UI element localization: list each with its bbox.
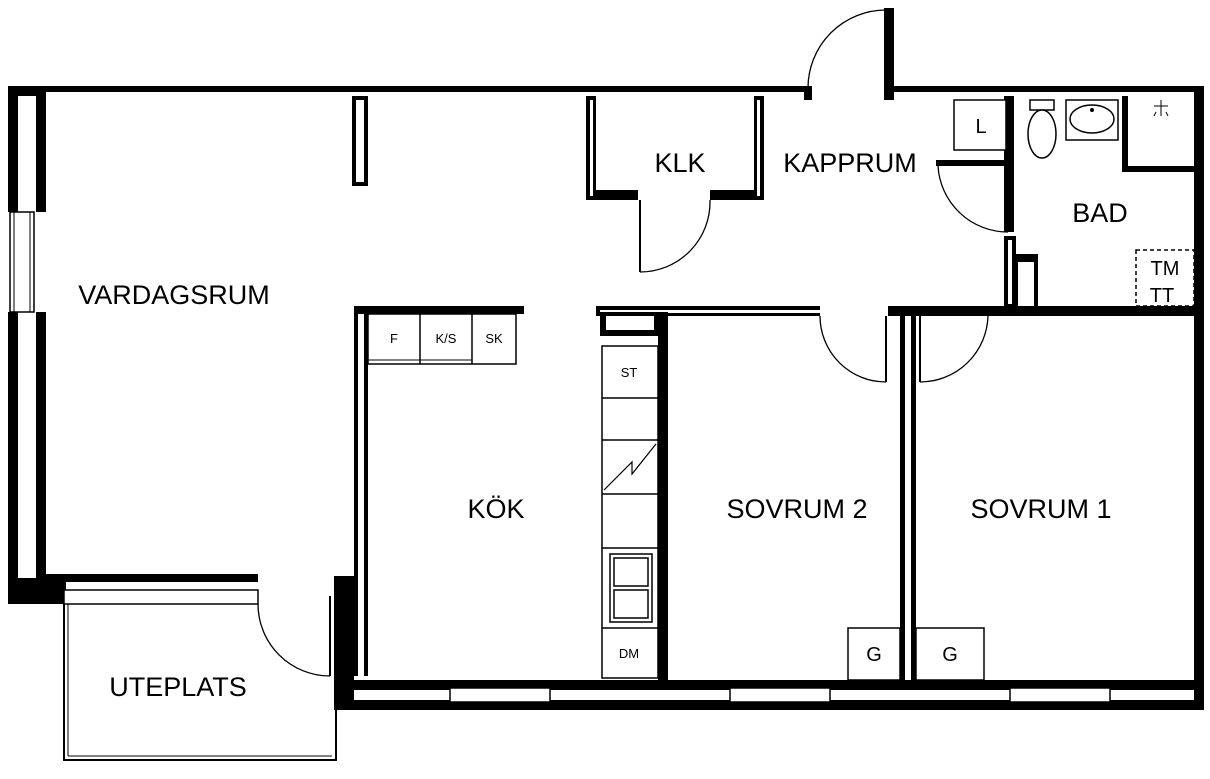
fixture-label-dm: DM <box>619 646 639 661</box>
fixture-labels: F K/S SK ST DM L TM TT G G <box>390 116 1179 666</box>
fixture-label-g2: G <box>942 644 958 666</box>
room-label-sovrum1: SOVRUM 1 <box>970 494 1111 524</box>
room-label-bad: BAD <box>1072 198 1128 228</box>
room-label-kapprum: KAPPRUM <box>783 148 917 178</box>
fixture-label-f: F <box>390 331 398 346</box>
fixture-label-g1: G <box>866 644 882 666</box>
fixture-label-ks: K/S <box>436 331 457 346</box>
room-label-vardagsrum: VARDAGSRUM <box>78 280 270 310</box>
kitchen-fixtures <box>367 313 659 679</box>
fixture-label-sk: SK <box>485 331 503 346</box>
wardrobes <box>847 627 985 681</box>
fixture-label-tt: TT <box>1150 285 1174 307</box>
bottom-windows <box>449 687 1111 703</box>
room-label-kok: KÖK <box>467 494 524 524</box>
doors <box>257 8 1009 677</box>
room-label-klk: KLK <box>654 148 705 178</box>
shower-icon <box>1153 100 1169 117</box>
outer-walls <box>8 86 1204 710</box>
fixture-label-tm: TM <box>1151 258 1180 280</box>
room-labels: VARDAGSRUM KLK KAPPRUM BAD KÖK SOVRUM 2 … <box>78 148 1128 702</box>
bathroom-fixtures <box>953 99 1195 307</box>
interior-walls <box>352 96 1198 682</box>
fixture-label-l: L <box>975 116 986 138</box>
room-label-uteplats: UTEPLATS <box>109 672 247 702</box>
room-label-sovrum2: SOVRUM 2 <box>726 494 867 524</box>
fixture-label-st: ST <box>621 365 638 380</box>
balcony-window <box>36 574 259 605</box>
uteplats-outline <box>63 604 337 761</box>
